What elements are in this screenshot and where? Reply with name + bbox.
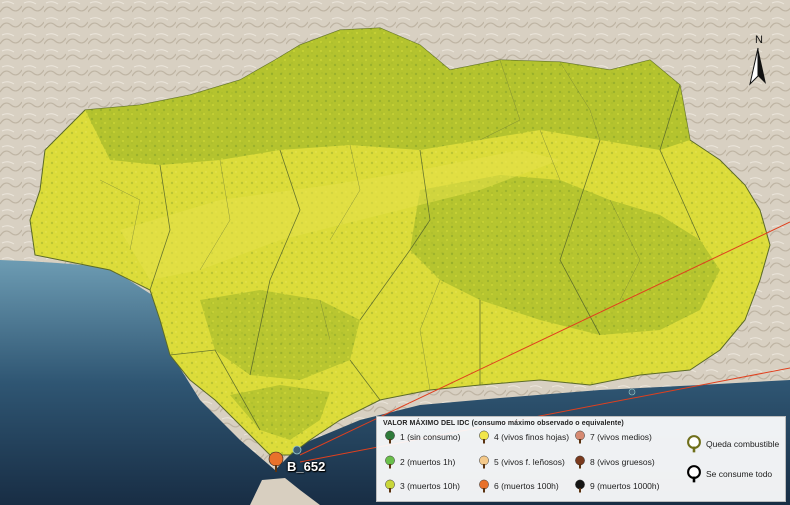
legend-item: 1 (sin consumo) [383,430,460,444]
district-borders [99,59,641,391]
north-arrow-icon [749,47,766,86]
legend-extra-label: Queda combustible [706,439,780,449]
legend-item: 7 (vivos medios) [573,430,652,444]
tree-icon [575,455,585,469]
north-label: N [755,34,763,46]
marker-label: B_652 [287,459,326,474]
legend-extra-item: Se consume todo [685,465,772,483]
tree-icon [479,479,489,493]
betic-zone-east [410,175,720,335]
tree-black-outline-icon [687,465,701,483]
sierra-south [230,385,330,440]
legend-panel: VALOR MÁXIMO DEL IDC (consumo máximo obs… [376,416,786,502]
legend-item: 3 (muertos 10h) [383,479,460,493]
legend-item-label: 8 (vivos gruesos) [590,457,655,467]
legend-title: VALOR MÁXIMO DEL IDC (consumo máximo obs… [383,420,624,427]
tree-icon [385,455,395,469]
guadalquivir-valley [120,150,560,280]
tree-icon [479,455,489,469]
legend-item-label: 6 (muertos 100h) [494,481,559,491]
coastal-point [292,445,302,455]
tree-icon [575,430,585,444]
legend-item: 6 (muertos 100h) [477,479,559,493]
province-borders [149,84,701,431]
legend-extra-label: Se consume todo [706,469,773,479]
tree-outline-icon [687,435,701,453]
legend-item-label: 7 (vivos medios) [590,432,652,442]
legend-extra-item: Queda combustible [685,435,779,453]
tree-icon [575,479,585,493]
sierra-morena-zone [85,28,690,165]
legend-item-label: 9 (muertos 1000h) [590,481,660,491]
legend-item-label: 4 (vivos finos hojas) [494,432,570,442]
legend-item-label: 1 (sin consumo) [400,432,461,442]
africa-coast [250,478,320,505]
legend-item-label: 5 (vivos f. leñosos) [494,457,565,467]
legend-item: 5 (vivos f. leñosos) [477,455,565,469]
legend-item-label: 3 (muertos 10h) [400,481,460,491]
tree-icon [385,430,395,444]
marker-tree-icon [268,451,284,472]
legend-item: 4 (vivos finos hojas) [477,430,569,444]
legend-item-label: 2 (muertos 1h) [400,457,456,467]
legend-item: 8 (vivos gruesos) [573,455,655,469]
legend-item: 2 (muertos 1h) [383,455,455,469]
tree-icon [479,430,489,444]
coastal-point [628,388,636,396]
betic-zone-west [200,290,360,380]
legend-item: 9 (muertos 1000h) [573,479,659,493]
tree-icon [385,479,395,493]
